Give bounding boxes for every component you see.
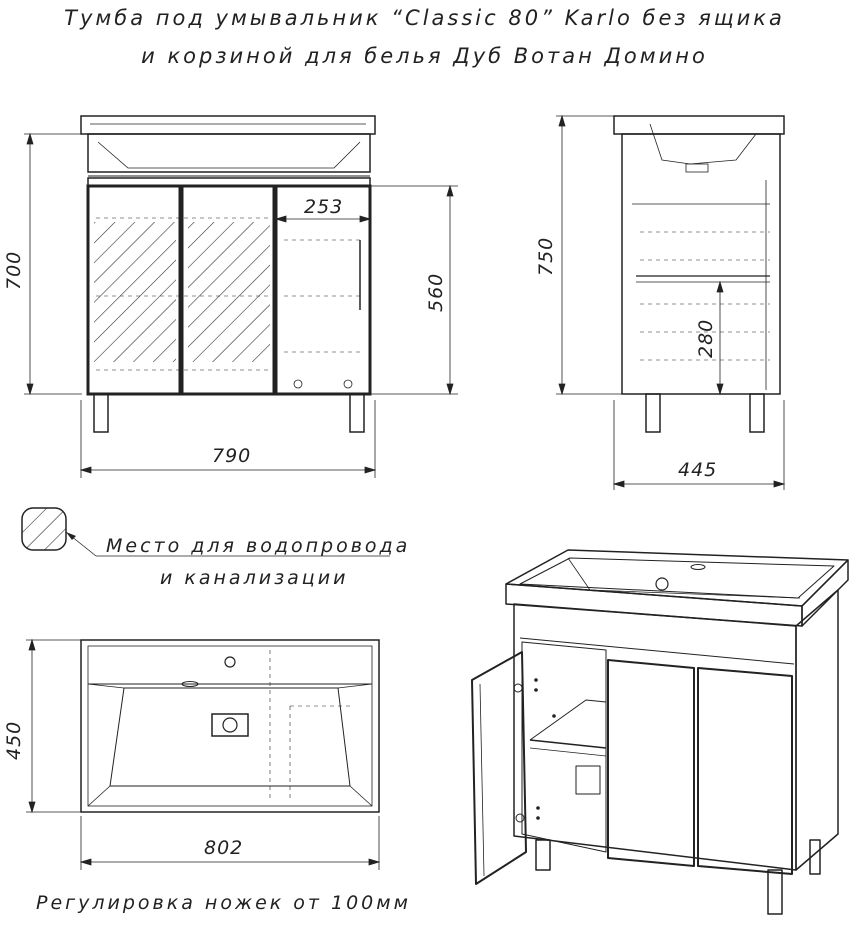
door-width-dim: 253 bbox=[304, 196, 343, 218]
top-width-dim: 802 bbox=[204, 837, 243, 859]
top-depth-dim: 450 bbox=[3, 721, 25, 760]
front-height-dim: 700 bbox=[3, 251, 25, 290]
side-depth-dim: 445 bbox=[678, 459, 717, 481]
leg-adjustment-note: Регулировка ножек от 100мм bbox=[36, 892, 411, 914]
side-height-dim: 750 bbox=[535, 237, 557, 276]
door-height-dim: 560 bbox=[425, 273, 447, 312]
top-view bbox=[26, 638, 381, 870]
isometric-view bbox=[471, 549, 849, 915]
side-view bbox=[556, 114, 786, 490]
shelf-height-dim: 280 bbox=[695, 319, 717, 358]
front-view bbox=[24, 115, 458, 478]
front-width-dim: 790 bbox=[212, 445, 251, 467]
legend-hatch-swatch bbox=[21, 507, 390, 557]
legend-line-2: и канализации bbox=[160, 567, 348, 589]
title-line-2: и корзиной для белья Дуб Вотан Домино bbox=[141, 44, 708, 68]
legend-line-1: Место для водопровода bbox=[106, 535, 410, 557]
title-line-1: Тумба под умывальник “Classic 80” Karlo … bbox=[64, 6, 785, 30]
